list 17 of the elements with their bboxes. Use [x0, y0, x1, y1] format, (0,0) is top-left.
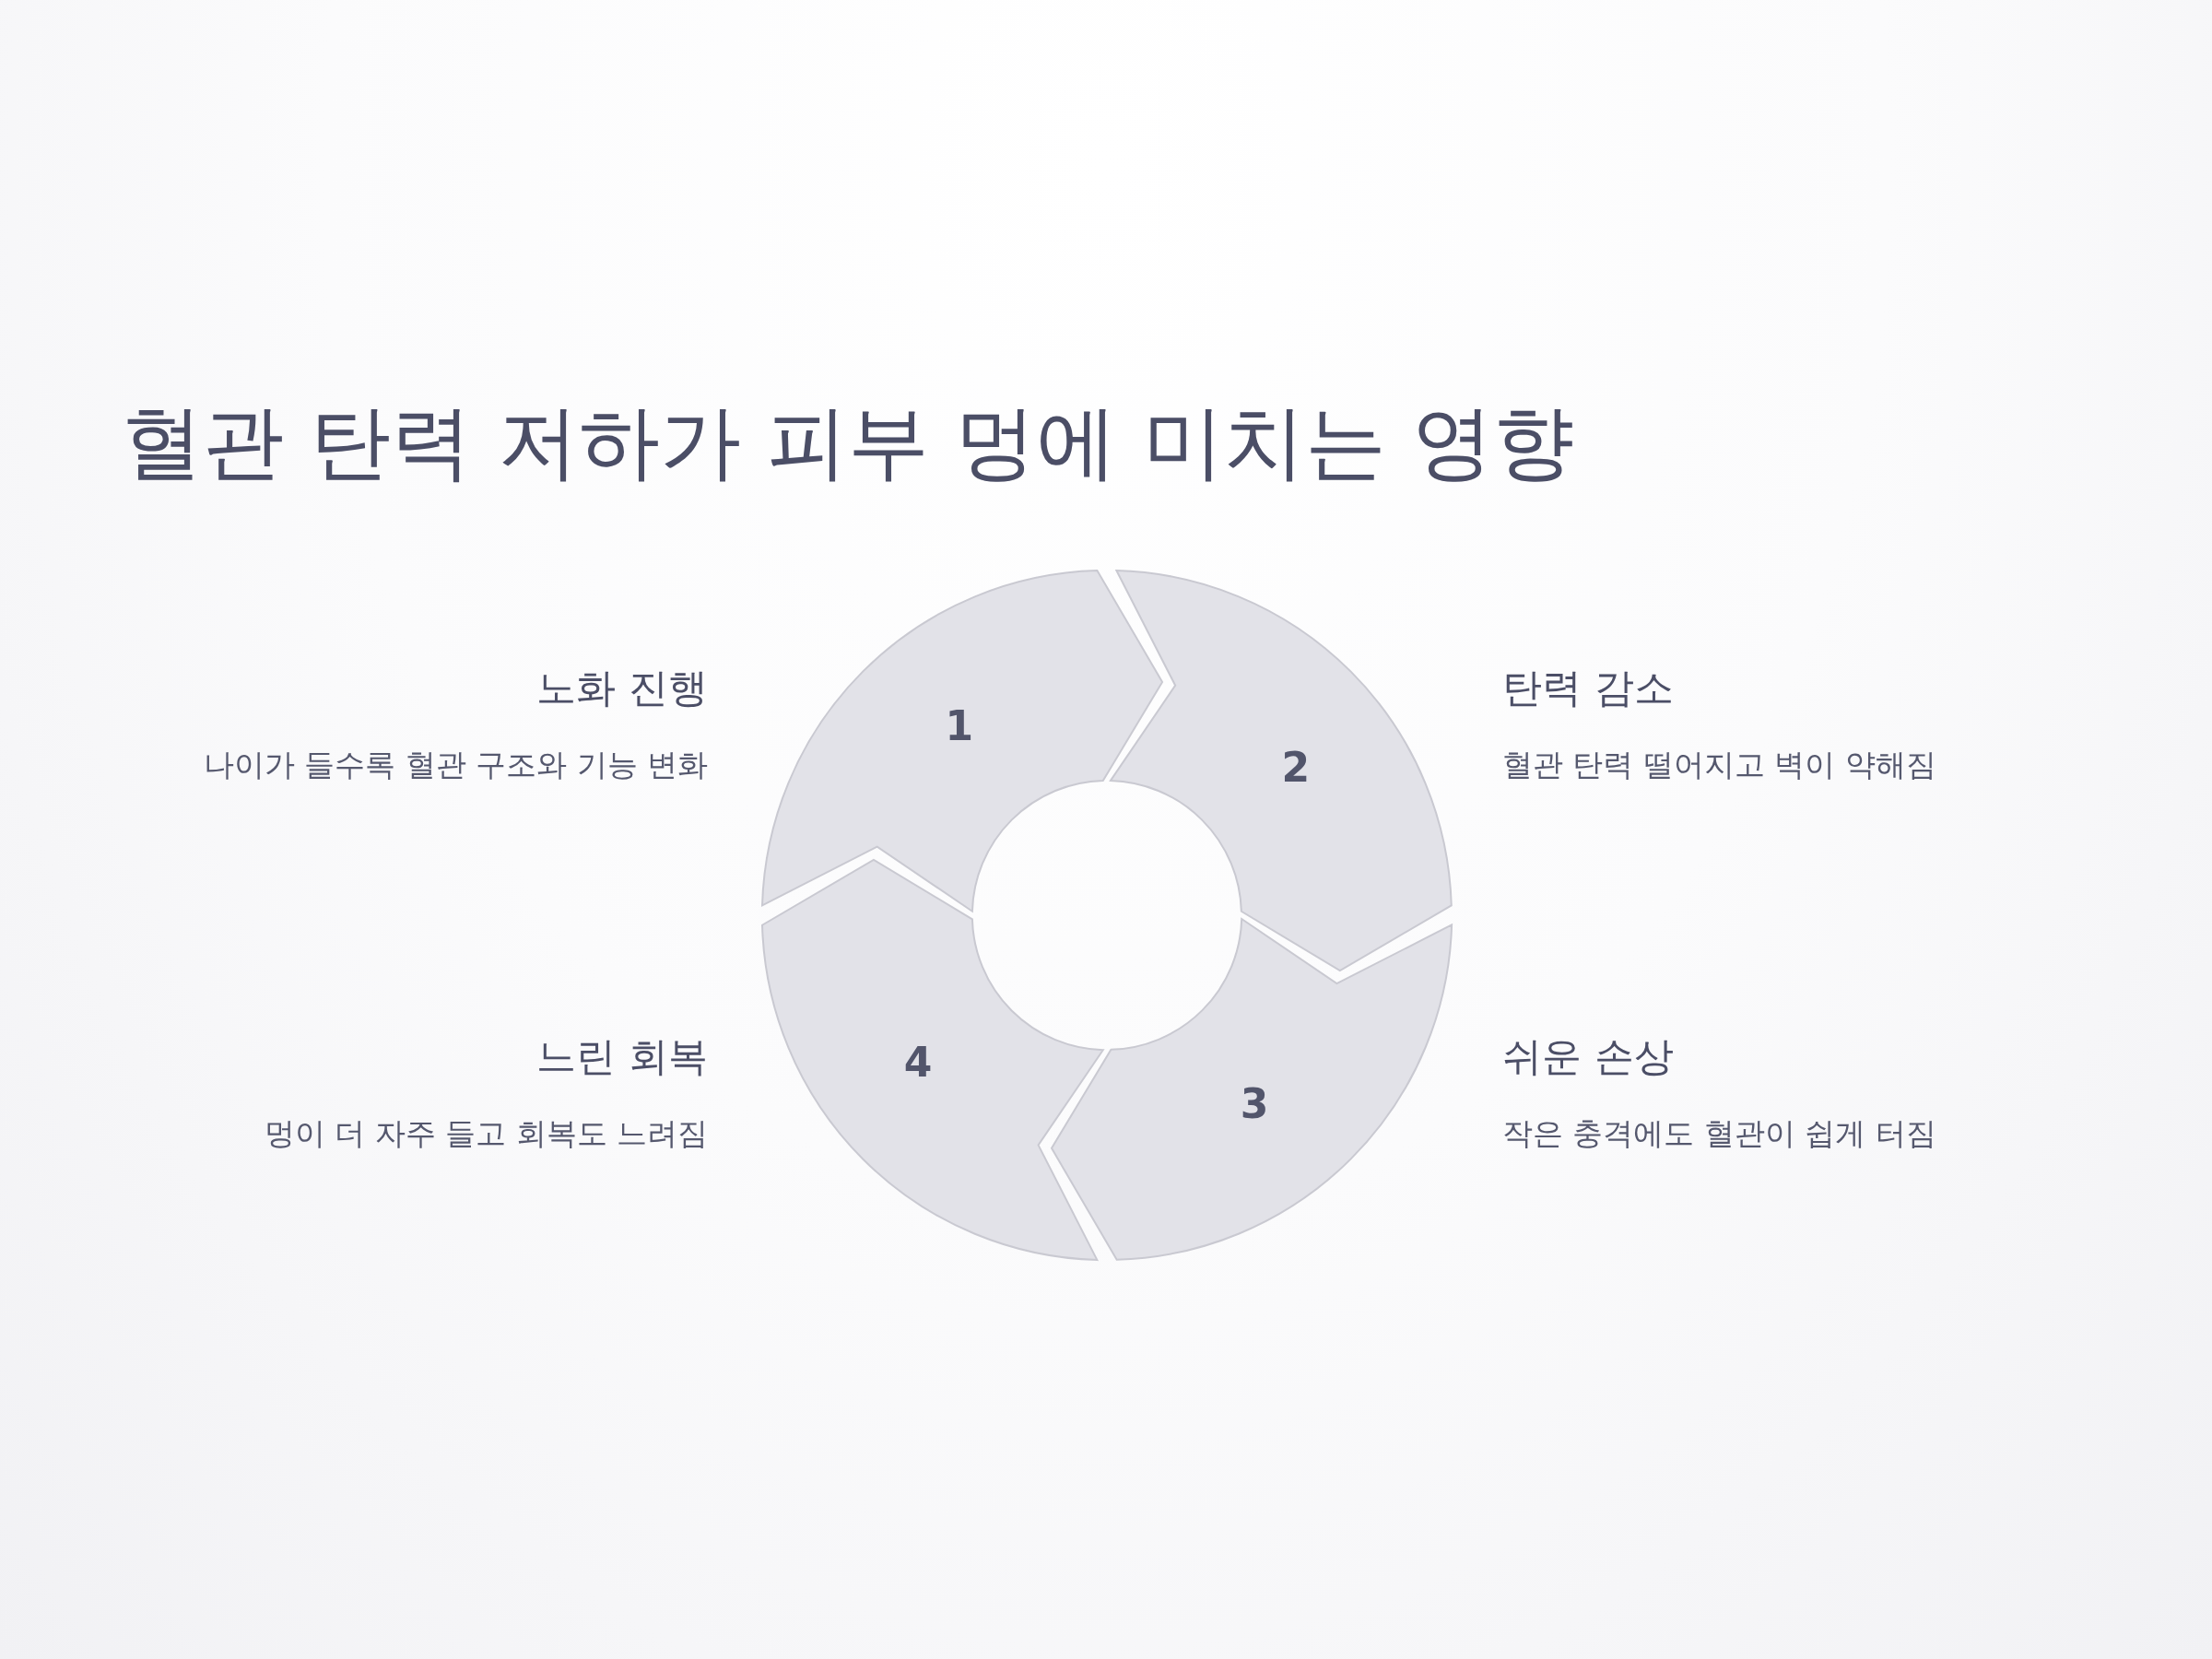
arrow-segment [760, 857, 1105, 1262]
step-description: 혈관 탄력 떨어지고 벽이 약해짐 [1502, 746, 1936, 784]
arrow-segment [1049, 917, 1453, 1262]
step-description: 작은 충격에도 혈관이 쉽게 터짐 [1502, 1114, 1936, 1153]
arrow-segment [1109, 569, 1453, 973]
step-number: 1 [944, 701, 975, 752]
step-heading: 탄력 감소 [1502, 664, 1674, 712]
step-description: 멍이 더 자주 들고 회복도 느려짐 [264, 1114, 708, 1153]
step-number: 2 [1280, 742, 1312, 793]
step-number: 4 [902, 1038, 934, 1088]
arrow-segment [760, 569, 1165, 913]
step-heading: 노화 진행 [536, 664, 708, 712]
title: 혈관 탄력 저하가 피부 멍에 미치는 영향 [122, 394, 1574, 491]
step-description: 나이가 들수록 혈관 구조와 기능 변화 [203, 746, 708, 784]
step-heading: 느린 회복 [536, 1032, 708, 1081]
step-heading: 쉬운 손상 [1502, 1032, 1674, 1081]
step-number: 3 [1239, 1078, 1270, 1129]
